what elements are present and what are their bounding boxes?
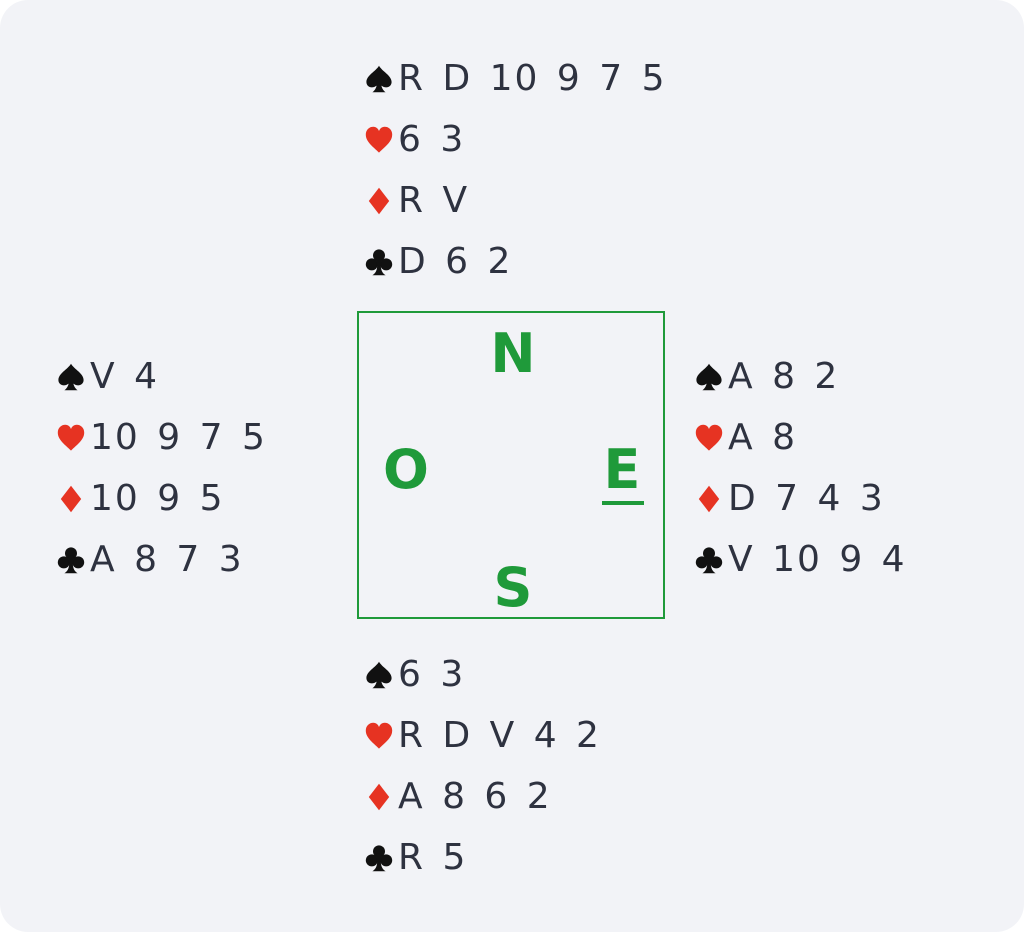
south-hearts-cards: R D V 4 2 xyxy=(398,714,601,756)
south-diamonds-line: A 8 6 2 xyxy=(364,766,601,827)
north-clubs-cards: D 6 2 xyxy=(398,240,513,282)
spade-icon xyxy=(364,660,394,690)
north-clubs-line: D 6 2 xyxy=(364,231,666,292)
spade-icon xyxy=(56,362,86,392)
hand-south: 6 3 R D V 4 2 A 8 6 2 R 5 xyxy=(364,644,601,888)
diamond-icon xyxy=(56,484,86,514)
hand-east: A 8 2 A 8 D 7 4 3 V 10 9 4 xyxy=(694,346,907,590)
east-hearts-cards: A 8 xyxy=(728,416,797,458)
club-icon xyxy=(56,545,86,575)
compass-north-label: N xyxy=(490,322,536,385)
club-icon xyxy=(364,247,394,277)
diamond-icon xyxy=(364,782,394,812)
east-diamonds-line: D 7 4 3 xyxy=(694,468,907,529)
heart-icon xyxy=(56,423,86,453)
east-clubs-cards: V 10 9 4 xyxy=(728,538,907,580)
west-hearts-line: 10 9 7 5 xyxy=(56,407,267,468)
hand-west: V 4 10 9 7 5 10 9 5 A 8 7 3 xyxy=(56,346,267,590)
hand-north: R D 10 9 7 5 6 3 R V D 6 2 xyxy=(364,48,666,292)
west-clubs-cards: A 8 7 3 xyxy=(90,538,244,580)
east-diamonds-cards: D 7 4 3 xyxy=(728,477,885,519)
dealer-indicator xyxy=(602,501,644,505)
north-hearts-cards: 6 3 xyxy=(398,118,466,160)
west-diamonds-cards: 10 9 5 xyxy=(90,477,225,519)
east-clubs-line: V 10 9 4 xyxy=(694,529,907,590)
north-hearts-line: 6 3 xyxy=(364,109,666,170)
west-clubs-line: A 8 7 3 xyxy=(56,529,267,590)
compass-south-label: S xyxy=(493,556,533,619)
south-spades-line: 6 3 xyxy=(364,644,601,705)
south-spades-cards: 6 3 xyxy=(398,653,466,695)
compass-west-label: O xyxy=(383,438,429,501)
south-diamonds-cards: A 8 6 2 xyxy=(398,775,552,817)
north-diamonds-cards: R V xyxy=(398,179,470,221)
club-icon xyxy=(364,843,394,873)
east-spades-cards: A 8 2 xyxy=(728,355,840,397)
spade-icon xyxy=(694,362,724,392)
north-spades-line: R D 10 9 7 5 xyxy=(364,48,666,109)
south-clubs-line: R 5 xyxy=(364,827,601,888)
compass-east-label: E xyxy=(603,438,641,501)
east-spades-line: A 8 2 xyxy=(694,346,907,407)
heart-icon xyxy=(364,125,394,155)
west-spades-line: V 4 xyxy=(56,346,267,407)
heart-icon xyxy=(694,423,724,453)
west-hearts-cards: 10 9 7 5 xyxy=(90,416,267,458)
spade-icon xyxy=(364,64,394,94)
diamond-icon xyxy=(364,186,394,216)
diamond-icon xyxy=(694,484,724,514)
north-spades-cards: R D 10 9 7 5 xyxy=(398,57,667,99)
south-hearts-line: R D V 4 2 xyxy=(364,705,601,766)
north-diamonds-line: R V xyxy=(364,170,666,231)
heart-icon xyxy=(364,721,394,751)
west-diamonds-line: 10 9 5 xyxy=(56,468,267,529)
club-icon xyxy=(694,545,724,575)
south-clubs-cards: R 5 xyxy=(398,836,468,878)
compass-box: N O E S xyxy=(357,311,665,619)
west-spades-cards: V 4 xyxy=(90,355,159,397)
east-hearts-line: A 8 xyxy=(694,407,907,468)
